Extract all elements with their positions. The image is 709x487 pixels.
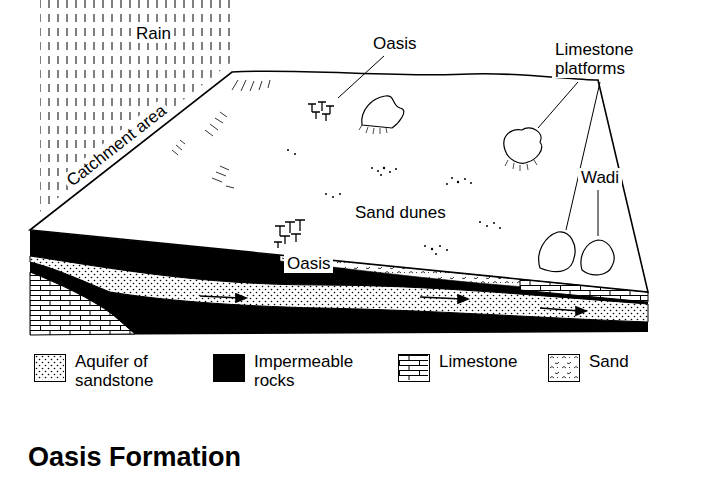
legend-text: Limestone <box>439 352 539 371</box>
palm-trees <box>274 102 334 248</box>
swatch-fill <box>399 355 428 380</box>
legend-text: Sand <box>589 352 689 371</box>
legend-item: Limestone <box>398 352 539 382</box>
legend-item: Sand <box>548 352 689 382</box>
legend-swatch <box>213 354 245 382</box>
ridge-hatching <box>172 80 270 188</box>
platform-label: Limestone platforms <box>552 40 676 78</box>
diagram-title: Oasis Formation <box>28 441 241 473</box>
wadi-label: Wadi <box>578 168 622 187</box>
oasis-label: Oasis <box>370 34 419 53</box>
legend-swatch <box>34 354 66 382</box>
legend-swatch <box>548 354 580 382</box>
legend-swatch <box>398 354 430 382</box>
dune-stipple <box>287 149 501 255</box>
legend-text: Aquifer of sandstone <box>75 352 203 390</box>
swatch-fill <box>35 355 64 380</box>
swatch-fill <box>549 355 578 380</box>
land-surface <box>30 71 648 292</box>
rain-label: Rain <box>133 24 174 43</box>
dunes-label: Sand dunes <box>352 203 449 222</box>
legend-item: Impermeable rocks <box>213 352 382 390</box>
swatch-pattern <box>399 355 428 380</box>
swatch-pattern <box>549 355 578 380</box>
oasis-label: Oasis <box>284 254 333 273</box>
swatch-pattern <box>35 355 64 380</box>
legend-item: Aquifer of sandstone <box>34 352 203 390</box>
leader-line <box>338 56 600 236</box>
legend-text: Impermeable rocks <box>254 352 382 390</box>
